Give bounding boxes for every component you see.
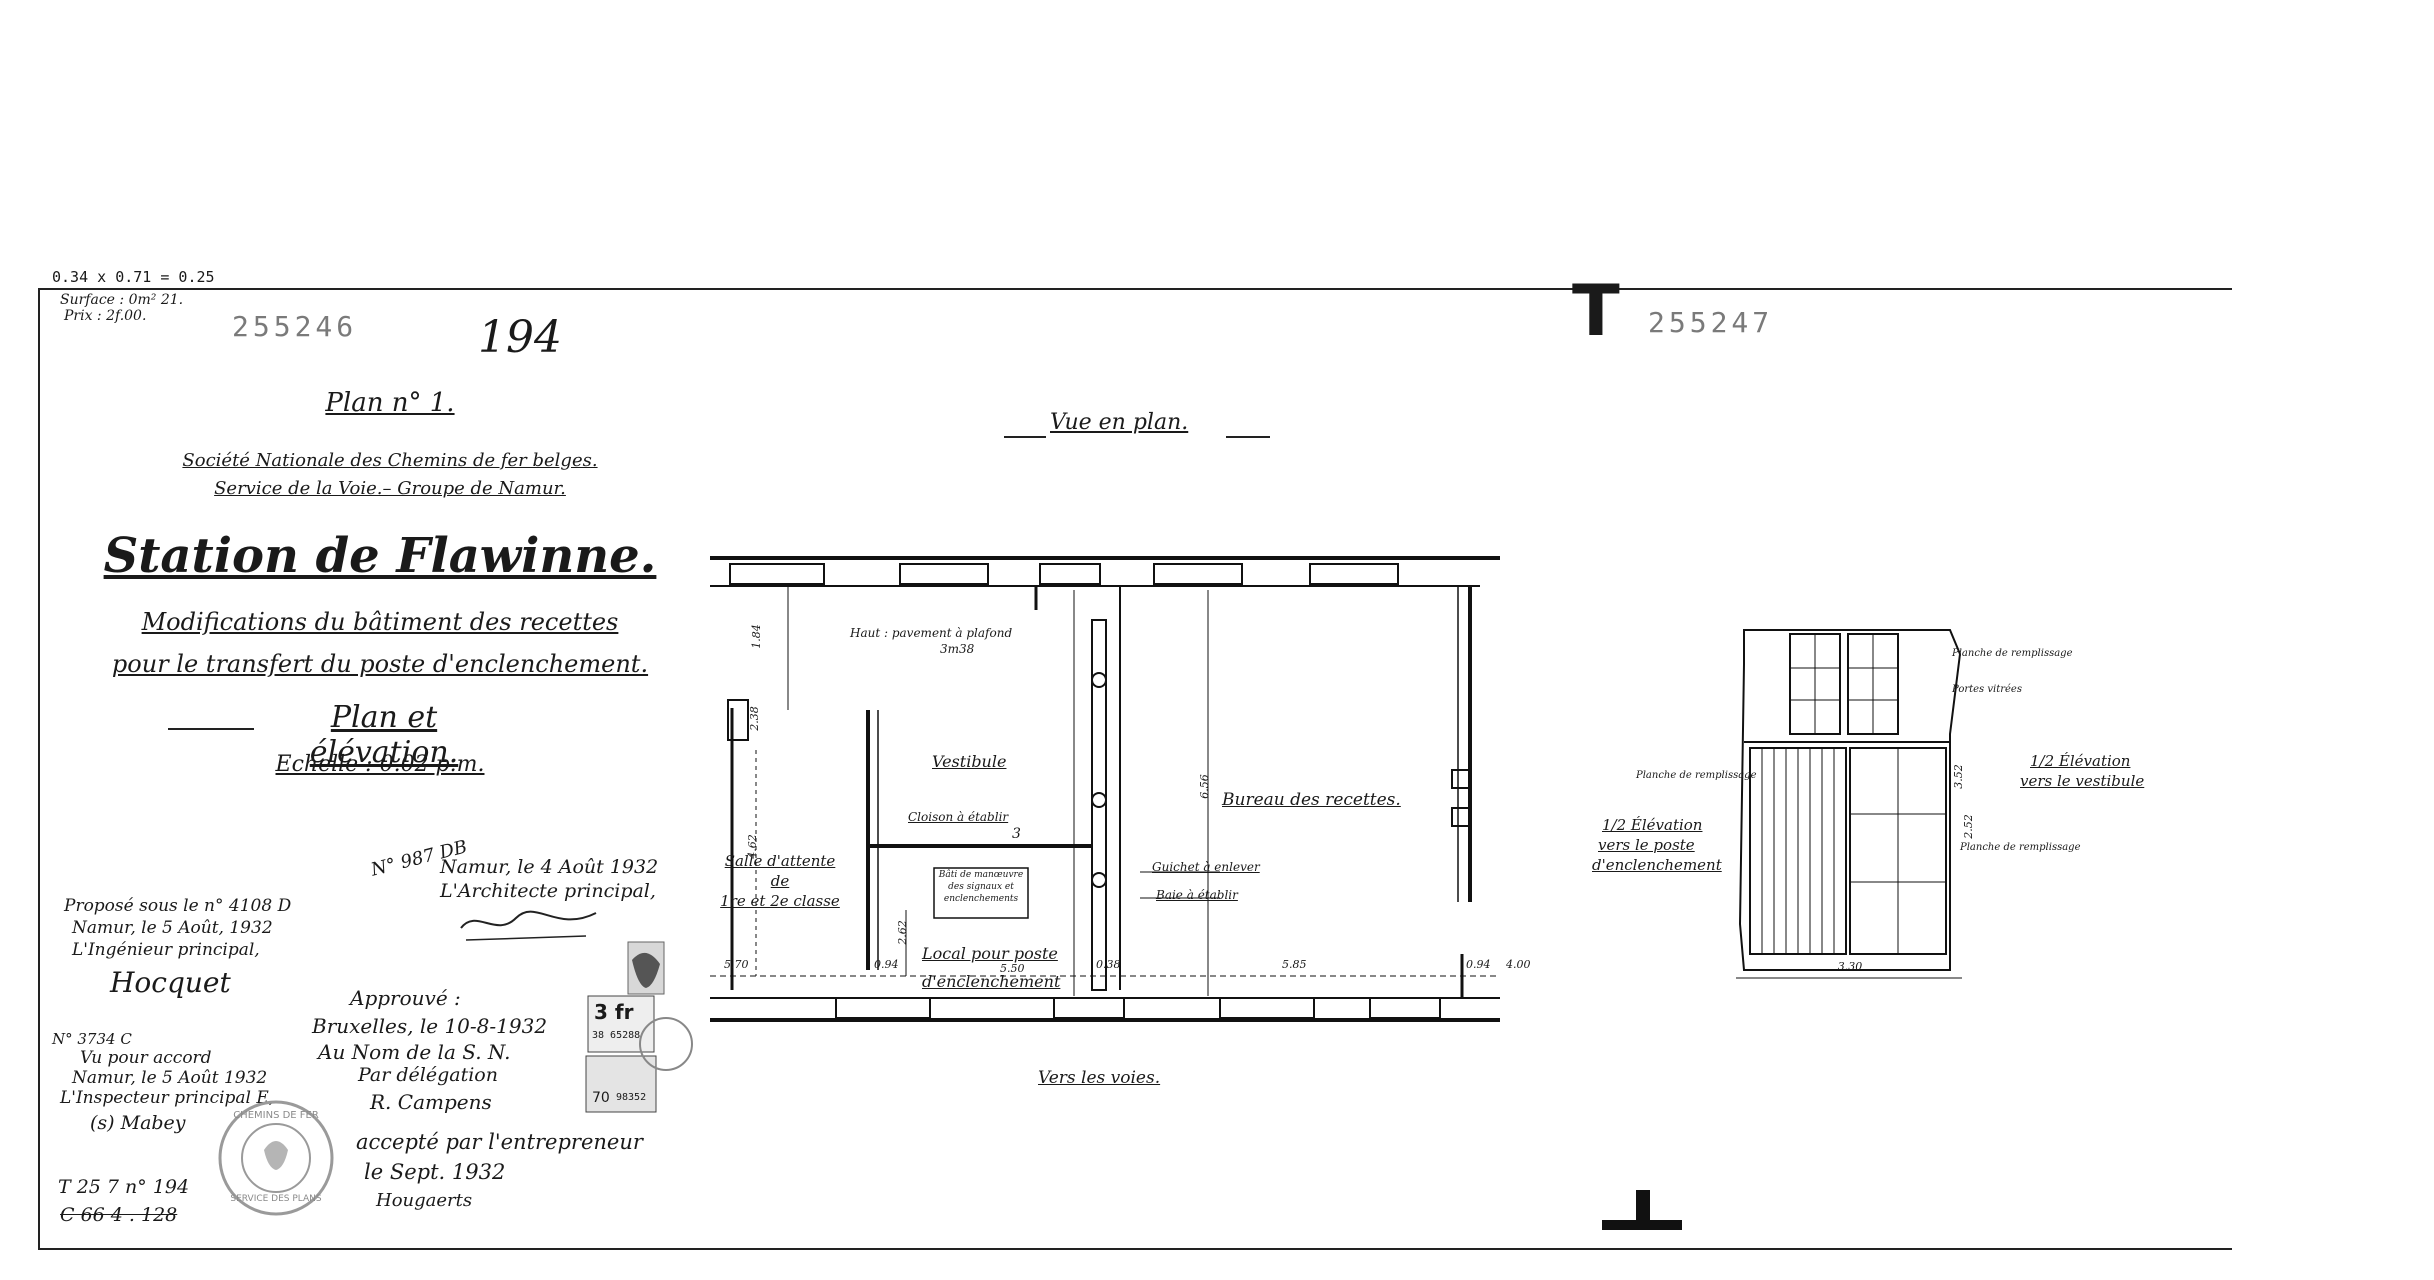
tax-stamp: 3 fr 38 65288 70 98352 <box>582 940 702 1116</box>
proposal-date: Namur, le 5 Août, 1932 <box>72 918 273 938</box>
elevation-left-label-3: d'enclenchement <box>1592 856 1722 874</box>
architect-title: L'Architecte principal, <box>440 880 656 902</box>
drawing-scale: Echelle : 0.02 p.m. <box>275 752 485 777</box>
station-name: Station de Flawinne. <box>103 528 657 584</box>
note-frame-line-2: des signaux et <box>948 882 1014 892</box>
catalog-number-right: 255247 <box>1648 306 1774 339</box>
approval-heading: Approuvé : <box>350 986 461 1010</box>
plan-number: Plan n° 1. <box>325 388 455 418</box>
round-office-stamp: CHEMINS DE FER SERVICE DES PLANS <box>216 1098 336 1218</box>
stamp-ring-text: CHEMINS DE FER <box>233 1110 319 1121</box>
acceptance-signature: Hougaerts <box>376 1190 473 1211</box>
room-local-line-1: Local pour poste <box>922 944 1058 963</box>
t-mark-top: T <box>1572 270 1620 352</box>
approval-date: Bruxelles, le 10-8-1932 <box>312 1014 548 1038</box>
elevation-note-4: Planche de remplissage <box>1960 842 2081 853</box>
plan-title-rule-right <box>1226 436 1270 438</box>
room-salle-line-2: de <box>770 872 790 890</box>
handwritten-number: 194 <box>478 312 562 363</box>
room-salle-line-1: Salle d'attente <box>724 852 836 870</box>
room-bureau: Bureau des recettes. <box>1222 790 1401 810</box>
drawing-sheet-border <box>38 288 2232 1250</box>
society-name: Société Nationale des Chemins de fer bel… <box>182 450 598 471</box>
architect-date: Namur, le 4 Août 1932 <box>440 856 659 878</box>
dim-0-38: 0.38 <box>1096 958 1121 971</box>
elevation-height-1: 3.52 <box>1951 764 1965 789</box>
floor-plan-drawing <box>710 556 1500 1022</box>
elevation-note-1: Planche de remplissage <box>1952 648 2073 659</box>
height-note-line-2: 3m38 <box>940 642 975 656</box>
room-local-line-2: d'enclenchement <box>922 972 1061 991</box>
agreement-title: L'Inspecteur principal E, <box>60 1088 275 1108</box>
dim-0-94-b: 0.94 <box>1466 958 1491 971</box>
service-name: Service de la Voie.– Groupe de Namur. <box>214 478 566 499</box>
height-note-line-1: Haut : pavement à plafond <box>850 626 1013 640</box>
t-mark-bottom <box>1602 1190 1692 1230</box>
agreement-date: Namur, le 5 Août 1932 <box>72 1068 268 1088</box>
note-opening-create: Baie à établir <box>1156 888 1238 902</box>
elevation-note-2: Portes vitrées <box>1952 684 2022 695</box>
tax-stamp-value: 3 fr <box>594 1000 634 1024</box>
dim-0-94-a: 0.94 <box>874 958 899 971</box>
tax-stamp-serial: 38 65288 <box>592 1030 641 1041</box>
elevation-left-label-1: 1/2 Élévation <box>1602 816 1703 834</box>
rule-left <box>168 728 254 730</box>
margin-surface: Surface : 0m² 21. <box>60 292 184 308</box>
inverted-t-mark-icon <box>1602 1190 1682 1230</box>
tax-stamp-lower-serial: 98352 <box>616 1092 647 1103</box>
stamp-bottom-text: SERVICE DES PLANS <box>230 1194 322 1204</box>
proposal-signature: Hocquet <box>110 966 231 999</box>
agreement-signature: (s) Mabey <box>90 1112 186 1134</box>
architect-signature-icon <box>460 910 597 941</box>
agreement-reference: N° 3734 C <box>52 1030 132 1048</box>
dim-5-85: 5.85 <box>1282 958 1307 971</box>
elevation-left-label-2: vers le poste <box>1598 836 1695 854</box>
office-seal-icon <box>218 1100 334 1216</box>
toward-tracks: Vers les voies. <box>1038 1068 1161 1088</box>
approval-delegation: Par délégation <box>358 1064 498 1086</box>
plan-view-title: Vue en plan. <box>1050 410 1189 435</box>
tax-stamp-lower-value: 70 <box>592 1090 610 1106</box>
margin-dimensions: 0.34 x 0.71 = 0.25 <box>52 268 215 286</box>
dim-4-00: 4.00 <box>1506 958 1531 971</box>
elevation-right-label-2: vers le vestibule <box>2020 772 2145 790</box>
plan-and-elevation: Plan et élévation. <box>309 700 459 770</box>
dim-5-70: 5.70 <box>724 958 749 971</box>
dim-1-84: 1.84 <box>749 624 763 649</box>
margin-price: Prix : 2f.00. <box>64 308 147 324</box>
elevation-note-3: Planche de remplissage <box>1636 770 1757 781</box>
elevation-drawing <box>1736 629 1962 979</box>
note-partition: Cloison à établir <box>908 810 1009 824</box>
proposal-title: L'Ingénieur principal, <box>72 940 260 960</box>
acceptance-line-1: accepté par l'entrepreneur <box>356 1130 643 1154</box>
plan-title-rule-left <box>1004 436 1046 438</box>
room-vestibule-number: 3 <box>1012 826 1021 842</box>
acceptance-date: le Sept. 1932 <box>364 1160 506 1184</box>
catalog-number-left: 255246 <box>232 310 358 343</box>
note-frame-line-1: Bâti de manœuvre <box>938 870 1024 880</box>
elevation-height-2: 2.52 <box>1961 814 1975 839</box>
agreement-line-1: Vu pour accord <box>80 1048 212 1068</box>
dim-5-50: 5.50 <box>1000 962 1025 975</box>
proposal-reference: Proposé sous le n° 4108 D <box>64 896 292 916</box>
elevation-width: 3.30 <box>1837 960 1863 973</box>
room-salle-line-3: 1re et 2e classe <box>720 892 840 910</box>
approval-signature: R. Campens <box>370 1090 492 1114</box>
note-frame-line-3: enclenchements <box>943 894 1019 904</box>
dim-6-56: 6.56 <box>1197 774 1211 799</box>
filing-reference: T 25 7 n° 194 <box>58 1176 190 1198</box>
note-window-remove: Guichet à enlever <box>1152 860 1260 874</box>
subtitle-line-2: pour le transfert du poste d'enclencheme… <box>111 650 649 678</box>
subtitle-line-1: Modifications du bâtiment des recettes <box>141 608 619 636</box>
elevation-right-label-1: 1/2 Élévation <box>2030 752 2131 770</box>
revenue-stamp-icon <box>585 941 693 1113</box>
dim-2-62: 2.62 <box>895 920 909 945</box>
dim-2-38: 2.38 <box>747 706 761 731</box>
filing-reference-struck: C 66 4 . 128 <box>60 1204 178 1226</box>
approval-name: Au Nom de la S. N. <box>318 1040 511 1064</box>
room-vestibule: Vestibule <box>932 752 1007 771</box>
